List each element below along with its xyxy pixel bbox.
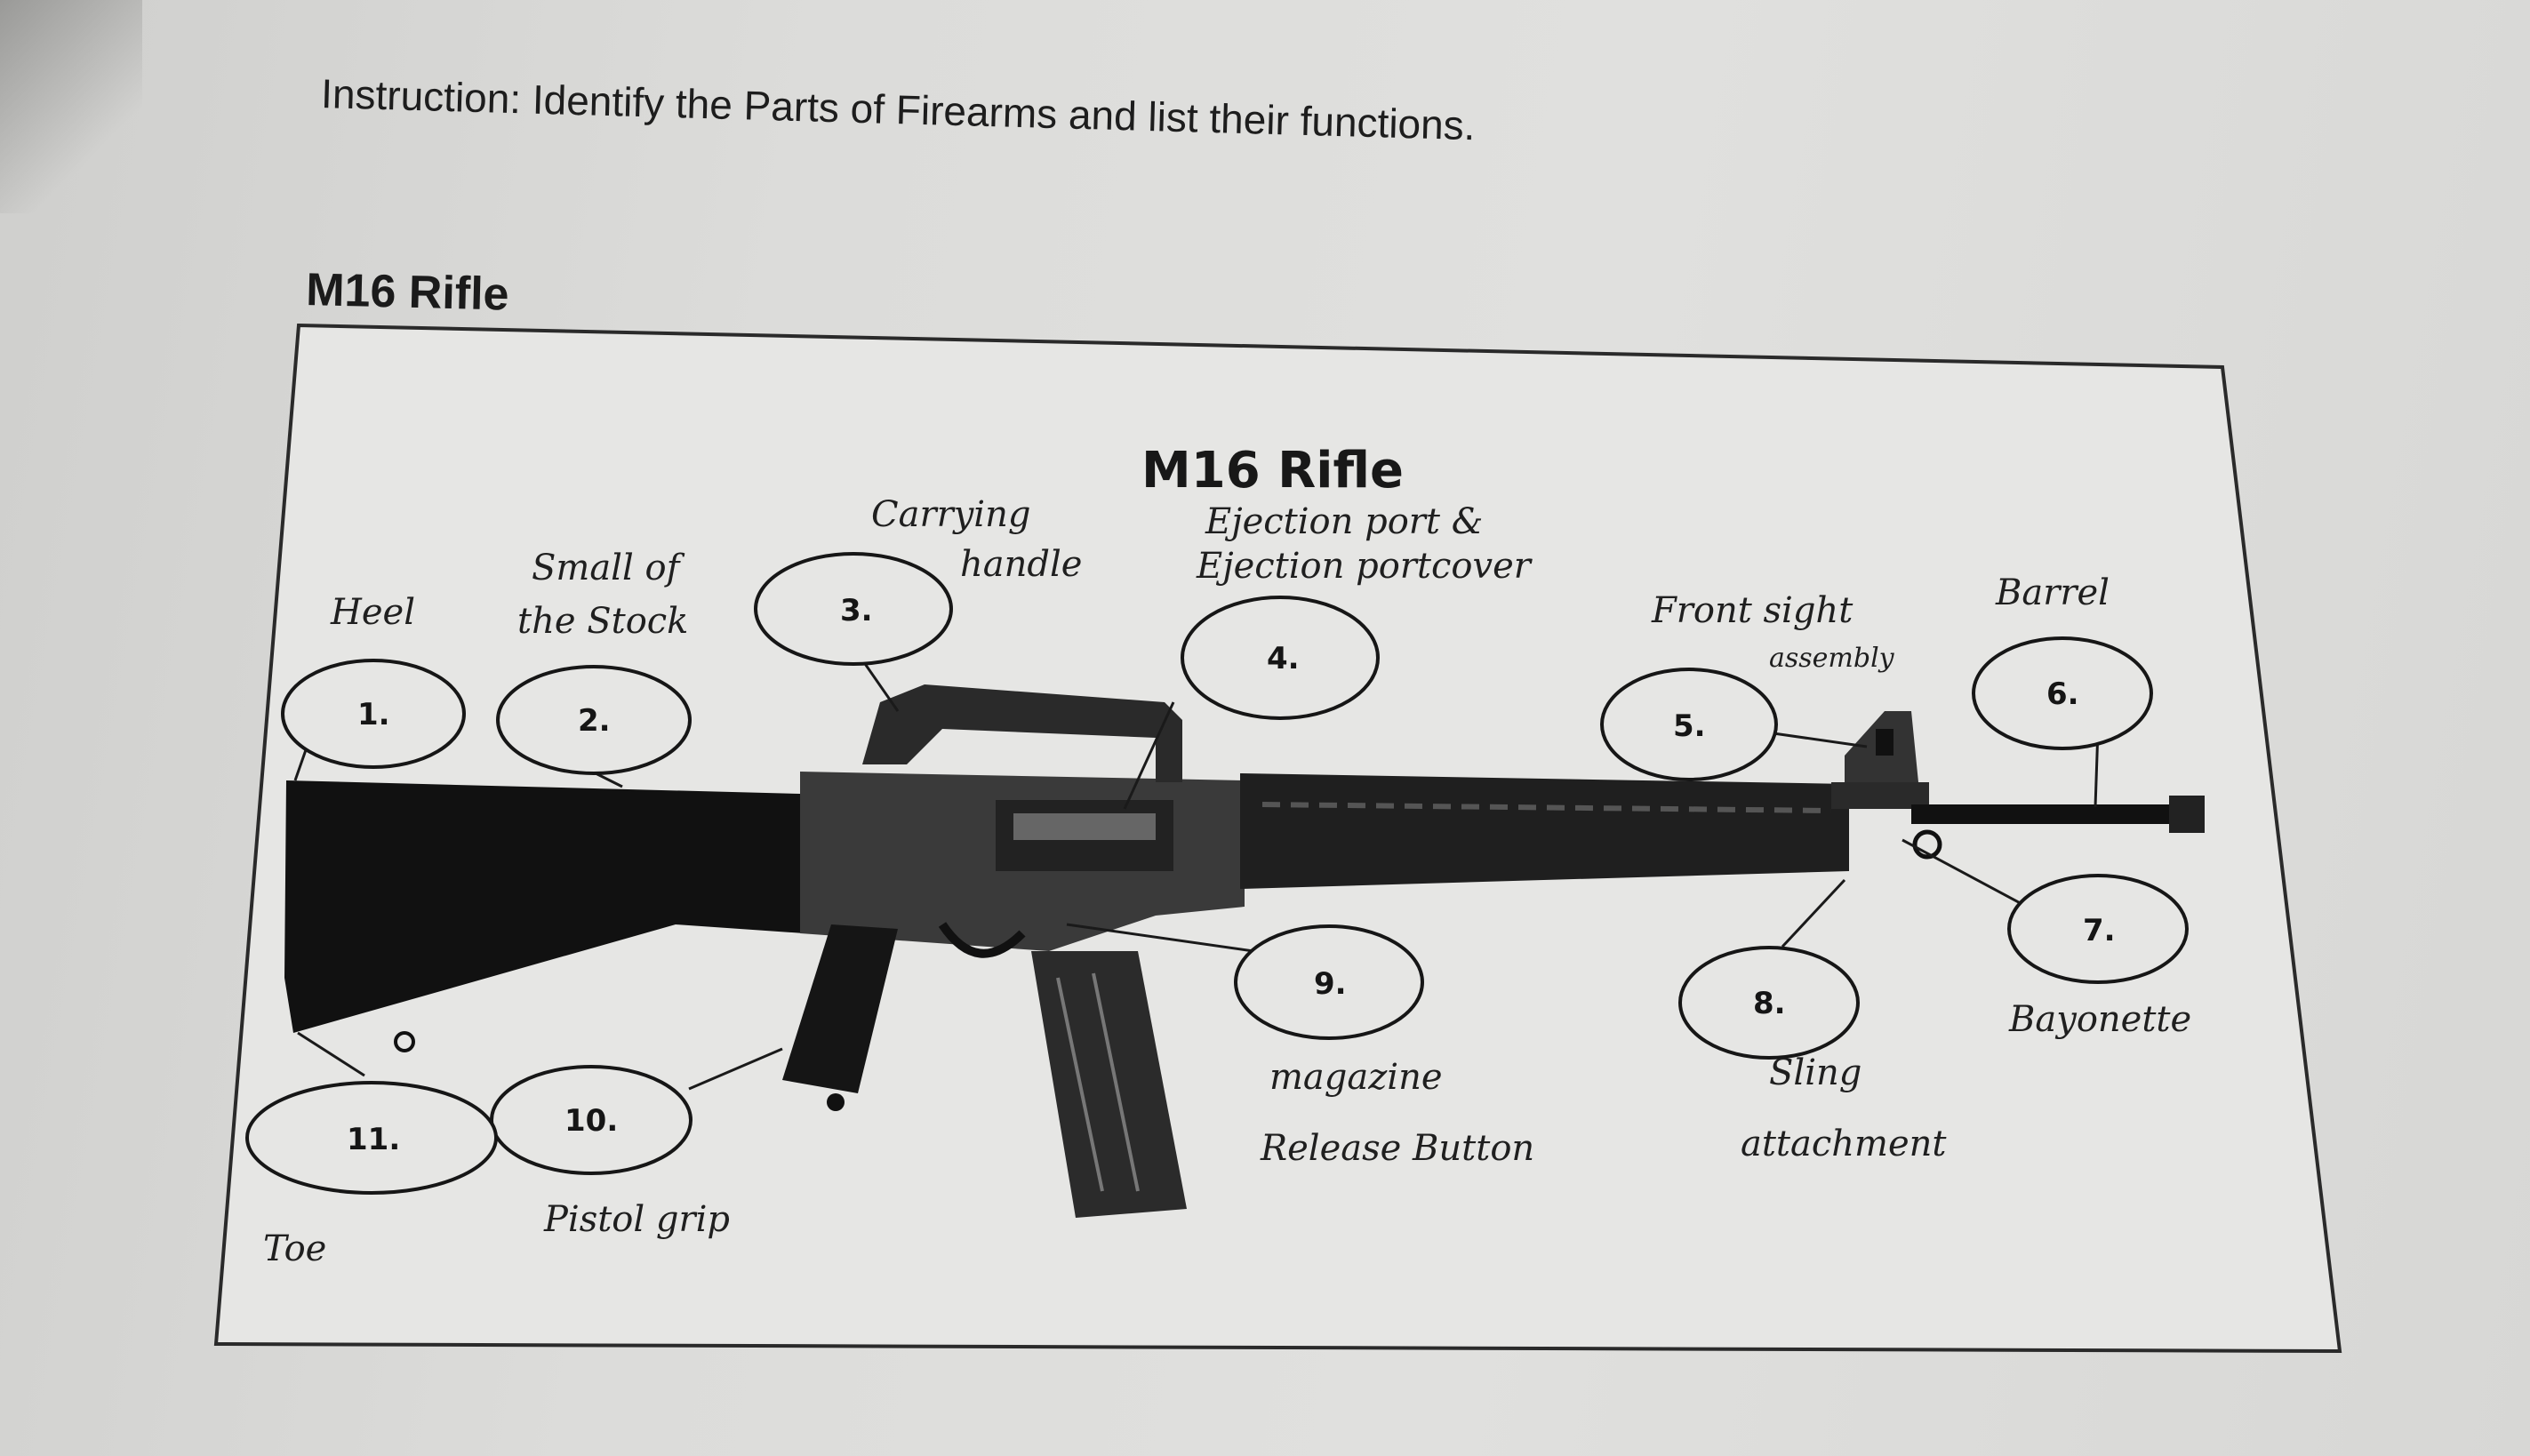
answer-bayonette: Bayonette xyxy=(2008,999,2191,1040)
callout-10: 10. xyxy=(490,1065,693,1175)
callout-8-number: 8. xyxy=(1753,986,1786,1021)
answer-small-of-stock-line2: the Stock xyxy=(517,601,688,642)
callout-11-number: 11. xyxy=(347,1122,400,1157)
answer-carrying-line2: handle xyxy=(960,544,1082,585)
answer-small-of-stock-line1: Small of xyxy=(532,548,685,588)
callout-4-number: 4. xyxy=(1267,641,1300,676)
answer-front-sight-line2: assembly xyxy=(1769,643,1895,674)
answer-heel: Heel xyxy=(330,592,415,633)
callout-7: 7. xyxy=(2007,874,2189,984)
callout-2-number: 2. xyxy=(578,703,611,739)
rifle-silhouette xyxy=(284,684,2205,1218)
page-corner-shadow xyxy=(0,0,142,213)
callout-3: 3. xyxy=(754,552,953,666)
answer-carrying-line1: Carrying xyxy=(871,494,1030,535)
callout-5: 5. xyxy=(1600,668,1778,781)
callout-7-number: 7. xyxy=(2083,913,2116,948)
answer-ejection-line1: Ejection port & xyxy=(1205,501,1483,542)
answer-toe: Toe xyxy=(263,1228,326,1269)
callout-9: 9. xyxy=(1234,924,1424,1040)
callouts: 1. 2. 3. 4. 5. 6. 7. 8. xyxy=(245,552,2189,1195)
leader-lines xyxy=(293,646,2100,1091)
callout-3-number: 3. xyxy=(840,593,873,628)
answer-sling-line1: Sling xyxy=(1769,1052,1861,1093)
handwritten-answers: Heel Small of the Stock Carrying handle … xyxy=(263,494,2191,1269)
answer-ejection-line2: Ejection portcover xyxy=(1196,546,1533,587)
callout-10-number: 10. xyxy=(564,1103,618,1139)
callout-11: 11. xyxy=(245,1081,498,1195)
answer-magazine-line1: magazine xyxy=(1269,1057,1443,1098)
callout-1: 1. xyxy=(281,659,466,769)
callout-6: 6. xyxy=(1972,636,2153,750)
callout-9-number: 9. xyxy=(1314,966,1347,1002)
answer-pistol-grip: Pistol grip xyxy=(543,1199,730,1240)
callout-5-number: 5. xyxy=(1673,708,1706,744)
answer-magazine-line2: Release Button xyxy=(1260,1128,1534,1169)
figure-title: M16 Rifle xyxy=(1141,442,1404,500)
callout-6-number: 6. xyxy=(2046,676,2079,712)
callout-8: 8. xyxy=(1678,946,1860,1060)
answer-front-sight-line1: Front sight xyxy=(1651,590,1853,631)
callout-4: 4. xyxy=(1181,596,1380,720)
callout-2: 2. xyxy=(496,665,692,775)
callout-1-number: 1. xyxy=(357,697,390,732)
answer-sling-line2: attachment xyxy=(1741,1124,1947,1164)
answer-barrel: Barrel xyxy=(1995,572,2110,613)
